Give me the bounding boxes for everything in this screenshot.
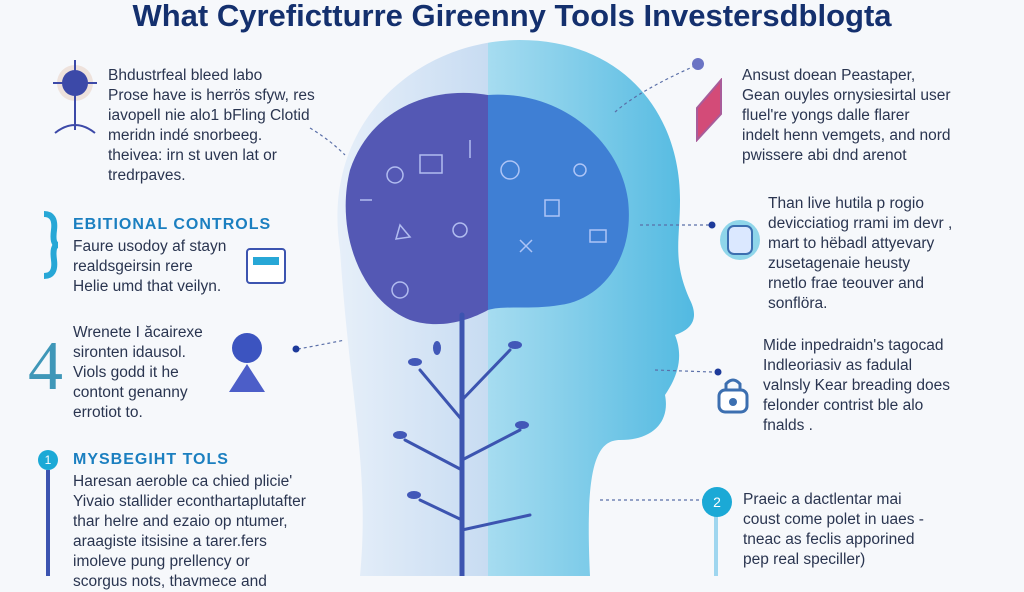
right-block-2: Than live hutila p rogio devicciatiog rra… xyxy=(768,194,952,314)
text-line: Prose have is herrös sfyw, res xyxy=(108,87,315,104)
text-line: contont genanny xyxy=(73,384,188,401)
text-line: Bhdustrfeal bleed labo xyxy=(108,67,263,84)
right-block-4: Praeic a dactlentar mai coust come polet … xyxy=(743,490,924,570)
text-line: sonflöra. xyxy=(768,295,828,312)
screen-icon xyxy=(245,245,287,292)
text-line: Faure usodoy af stayn xyxy=(73,238,227,255)
text-line: Haresan aeroble ca chied plicie' xyxy=(73,473,293,490)
text-line: meridn indé snorbeeg. xyxy=(108,127,263,144)
text-line: Gean ouyles ornysiesirtal user xyxy=(742,87,951,104)
lock-icon xyxy=(716,376,750,419)
text-line: Wrenete I ăcairexe xyxy=(73,324,203,341)
left-heading-4: MYSBEGIHT TOLS xyxy=(73,451,229,468)
text-line: pwissere abi dnd arenot xyxy=(742,147,907,164)
number-four-icon: 4 xyxy=(28,328,63,405)
head-illustration xyxy=(46,40,722,576)
text-line: Viols godd it he xyxy=(73,364,179,381)
gem-icon xyxy=(693,77,725,147)
brain-left xyxy=(345,92,488,325)
text-line: Ansust doean Peastaper, xyxy=(742,67,916,84)
text-line: scorgus nots, thavmece and xyxy=(73,573,267,590)
text-line: rnetlo frae teouver and xyxy=(768,275,924,292)
text-line: Than live hutila p rogio xyxy=(768,195,924,212)
device-icon xyxy=(718,218,762,267)
text-line: Indleoriasiv as fadulal xyxy=(763,357,913,374)
left-block-3: Wrenete I ăcairexe sironten idausol. Viols… xyxy=(73,323,203,423)
text-line: tneac as feclis apporined xyxy=(743,531,915,548)
text-line: imoleve pung prellency or xyxy=(73,553,250,570)
left-block-4: Haresan aeroble ca chied plicie' Yivaio s… xyxy=(73,472,306,592)
text-line: felonder contrist ble alo xyxy=(763,397,924,414)
text-line: coust come polet in uaes - xyxy=(743,511,924,528)
text-line: thar helre and ezaio op ntumer, xyxy=(73,513,288,530)
compass-icon xyxy=(45,55,105,140)
tree xyxy=(403,312,532,576)
text-line: Praeic a dactlentar mai xyxy=(743,491,902,508)
text-line: fnalds . xyxy=(763,417,813,434)
text-line: devicciatiog rrami im devr , xyxy=(768,215,953,232)
text-line: fluel're yongs dalle flarer xyxy=(742,107,910,124)
text-line: tredrpaves. xyxy=(108,167,186,184)
text-line: Mide inpedraidn's tagocad xyxy=(763,337,944,354)
right-block-1: Ansust doean Peastaper, Gean ouyles ornys… xyxy=(742,66,951,166)
left-heading-2: EBITIONAL CONTROLS xyxy=(73,216,272,233)
text-line: Helie umd that veilyn. xyxy=(73,278,222,295)
text-line: araagiste itsisine a tarer.fers xyxy=(73,533,267,550)
text-line: pep real speciller) xyxy=(743,551,866,568)
text-line: zusetagenaie heusty xyxy=(768,255,911,272)
text-line: Yivaio stallider econthartaplutafter xyxy=(73,493,306,510)
bracket-icon xyxy=(40,210,62,285)
text-line: indelt henn vemgets, and nord xyxy=(742,127,951,144)
text-line: theivea: irn st uven lat or xyxy=(108,147,277,164)
text-line: errotiot to. xyxy=(73,404,143,421)
text-line: iavopell nie alo1 bFling Clotid xyxy=(108,107,310,124)
badge-2: 2 xyxy=(702,487,732,517)
text-line: realdsgeirsin rere xyxy=(73,258,193,275)
text-line: mart to hëbadl attyevary xyxy=(768,235,935,252)
person-icon xyxy=(225,330,270,405)
text-line: valnsly Kear breading does xyxy=(763,377,950,394)
badge-1: 1 xyxy=(38,450,58,470)
text-line: sironten idausol. xyxy=(73,344,186,361)
page-title: What Cyrefictturre Gireenny Tools Invest… xyxy=(132,0,892,33)
